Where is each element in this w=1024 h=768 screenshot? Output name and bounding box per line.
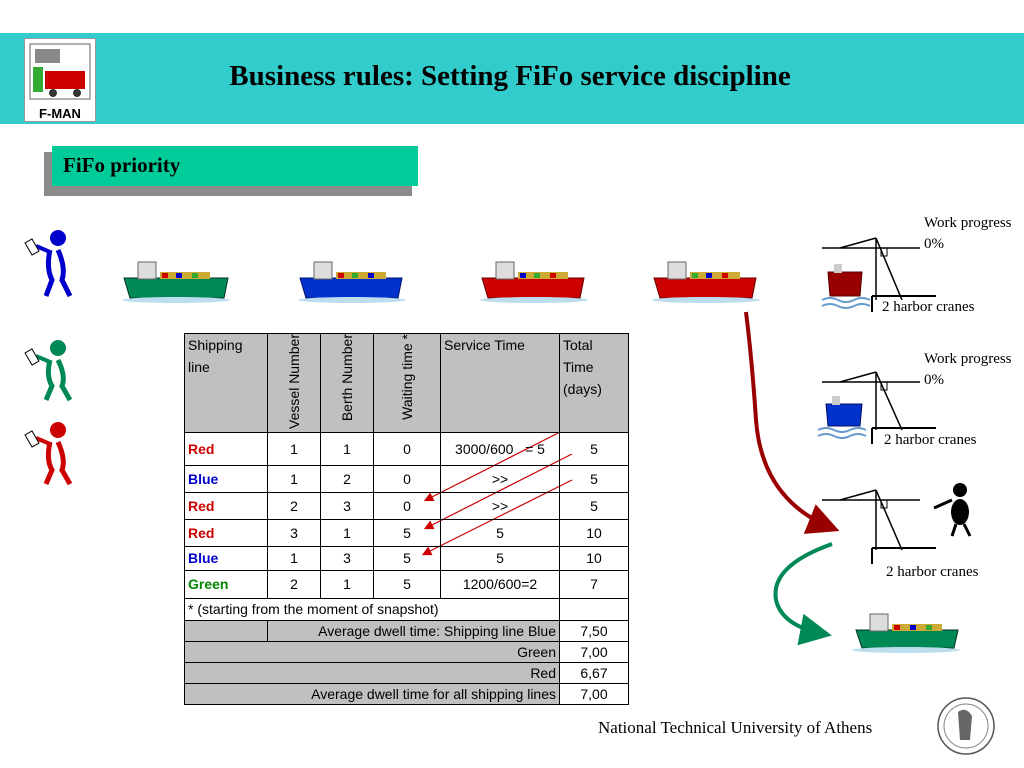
cell-berth: 1 [320, 569, 374, 599]
footer-institution: National Technical University of Athens [598, 718, 873, 737]
table-row: Green 2 1 5 1200/600=2 7 [184, 569, 629, 599]
berth-1-cranes: 2 harbor cranes [882, 299, 975, 315]
cell-berth: 1 [320, 518, 374, 547]
average-label: Red [184, 661, 560, 684]
cell-berth: 3 [320, 491, 374, 520]
cell-vessel: 2 [267, 491, 321, 520]
cell-berth: 1 [320, 431, 374, 466]
ship-red-icon [652, 261, 760, 303]
average-row: Average dwell time for all shipping line… [184, 682, 629, 705]
logo-text: F-MAN [39, 106, 81, 121]
cell-waiting: 0 [373, 431, 441, 466]
berth-3-crane-icon [822, 489, 936, 564]
header-vessel-number: Vessel Number [267, 333, 321, 433]
berth-2-progress: Work progress 0% [924, 351, 1012, 388]
university-seal-icon [937, 697, 995, 755]
flow-arrow-green [773, 542, 833, 646]
table-row: Red 3 1 5 5 10 [184, 518, 629, 547]
average-label: Green [184, 640, 560, 663]
ship-red-icon [480, 261, 588, 303]
average-value: 7,50 [559, 619, 629, 642]
cell-total: 7 [559, 569, 629, 599]
average-value: 7,00 [559, 682, 629, 705]
person-green-icon [24, 340, 73, 402]
cell-total: 5 [559, 431, 629, 466]
average-label: Average dwell time for all shipping line… [184, 682, 560, 705]
cell-line: Red [184, 431, 268, 466]
person-pointing-icon [933, 483, 972, 537]
cell-service: 5 [440, 518, 560, 547]
cell-total: 5 [559, 464, 629, 493]
cell-service: >> [440, 464, 560, 493]
berth-2-crane-icon [817, 371, 936, 444]
cell-waiting: 0 [373, 464, 441, 493]
cell-service: >> [440, 491, 560, 520]
cell-service: 3000/600 = 5 [440, 431, 560, 466]
cell-total: 10 [559, 518, 629, 547]
cell-vessel: 1 [267, 545, 321, 571]
average-value: 6,67 [559, 661, 629, 684]
service-table: Shipping line Vessel Number Berth Number… [184, 333, 629, 705]
ship-green-departed-icon [852, 613, 960, 653]
cell-total: 5 [559, 491, 629, 520]
person-blue-icon [24, 230, 73, 298]
berth-1-crane-icon [821, 237, 936, 312]
ship-blue-icon [298, 261, 406, 303]
average-label: Average dwell time: Shipping line Blue [267, 619, 560, 642]
section-label: FiFo priority [63, 153, 181, 177]
logo-graphic-icon [29, 43, 91, 100]
cell-waiting: 5 [373, 545, 441, 571]
average-row: Green 7,00 [184, 640, 629, 663]
cell-vessel: 3 [267, 518, 321, 547]
cell-berth: 3 [320, 545, 374, 571]
cell-empty [559, 597, 629, 621]
flow-arrow-red [744, 311, 840, 534]
cell-waiting: 5 [373, 518, 441, 547]
page-title: Business rules: Setting FiFo service dis… [229, 60, 791, 92]
average-row: Average dwell time: Shipping line Blue 7… [184, 619, 629, 642]
cell-waiting: 0 [373, 491, 441, 520]
cell-line: Red [184, 491, 268, 520]
berth-1-progress: Work progress 0% [924, 215, 1012, 252]
cell-vessel: 1 [267, 464, 321, 493]
header-waiting-time: Waiting time * [373, 333, 441, 433]
cell-berth: 2 [320, 464, 374, 493]
fman-logo: F-MAN [24, 38, 96, 122]
header-service-time: Service Time [440, 333, 560, 433]
ship-green-icon [122, 261, 230, 303]
table-row: Blue 1 2 0 >> 5 [184, 464, 629, 493]
header-shipping-line: Shipping line [184, 333, 268, 433]
header-total-time: Total Time (days) [559, 333, 629, 433]
cell-line: Blue [184, 464, 268, 493]
table-row: Red 1 1 0 3000/600 = 5 5 [184, 431, 629, 466]
table-row: Red 2 3 0 >> 5 [184, 491, 629, 520]
average-value: 7,00 [559, 640, 629, 663]
cell-vessel: 2 [267, 569, 321, 599]
cell-waiting: 5 [373, 569, 441, 599]
cell-line: Green [184, 569, 268, 599]
header-berth-number: Berth Number [320, 333, 374, 433]
person-red-icon [24, 422, 73, 486]
table-footnote-row: * (starting from the moment of snapshot) [184, 597, 629, 621]
cell-line: Blue [184, 545, 268, 571]
header-bar [0, 33, 1024, 124]
average-row: Red 6,67 [184, 661, 629, 684]
table-row: Blue 1 3 5 5 10 [184, 545, 629, 571]
berth-2-cranes: 2 harbor cranes [884, 432, 977, 448]
cell-empty [184, 619, 268, 642]
cell-total: 10 [559, 545, 629, 571]
berth-3-cranes: 2 harbor cranes [886, 564, 979, 580]
cell-line: Red [184, 518, 268, 547]
cell-vessel: 1 [267, 431, 321, 466]
table-header-row: Shipping line Vessel Number Berth Number… [184, 333, 629, 433]
table-footnote: * (starting from the moment of snapshot) [184, 597, 560, 621]
cell-service: 5 [440, 545, 560, 571]
section-label-box [52, 146, 418, 186]
cell-service: 1200/600=2 [440, 569, 560, 599]
